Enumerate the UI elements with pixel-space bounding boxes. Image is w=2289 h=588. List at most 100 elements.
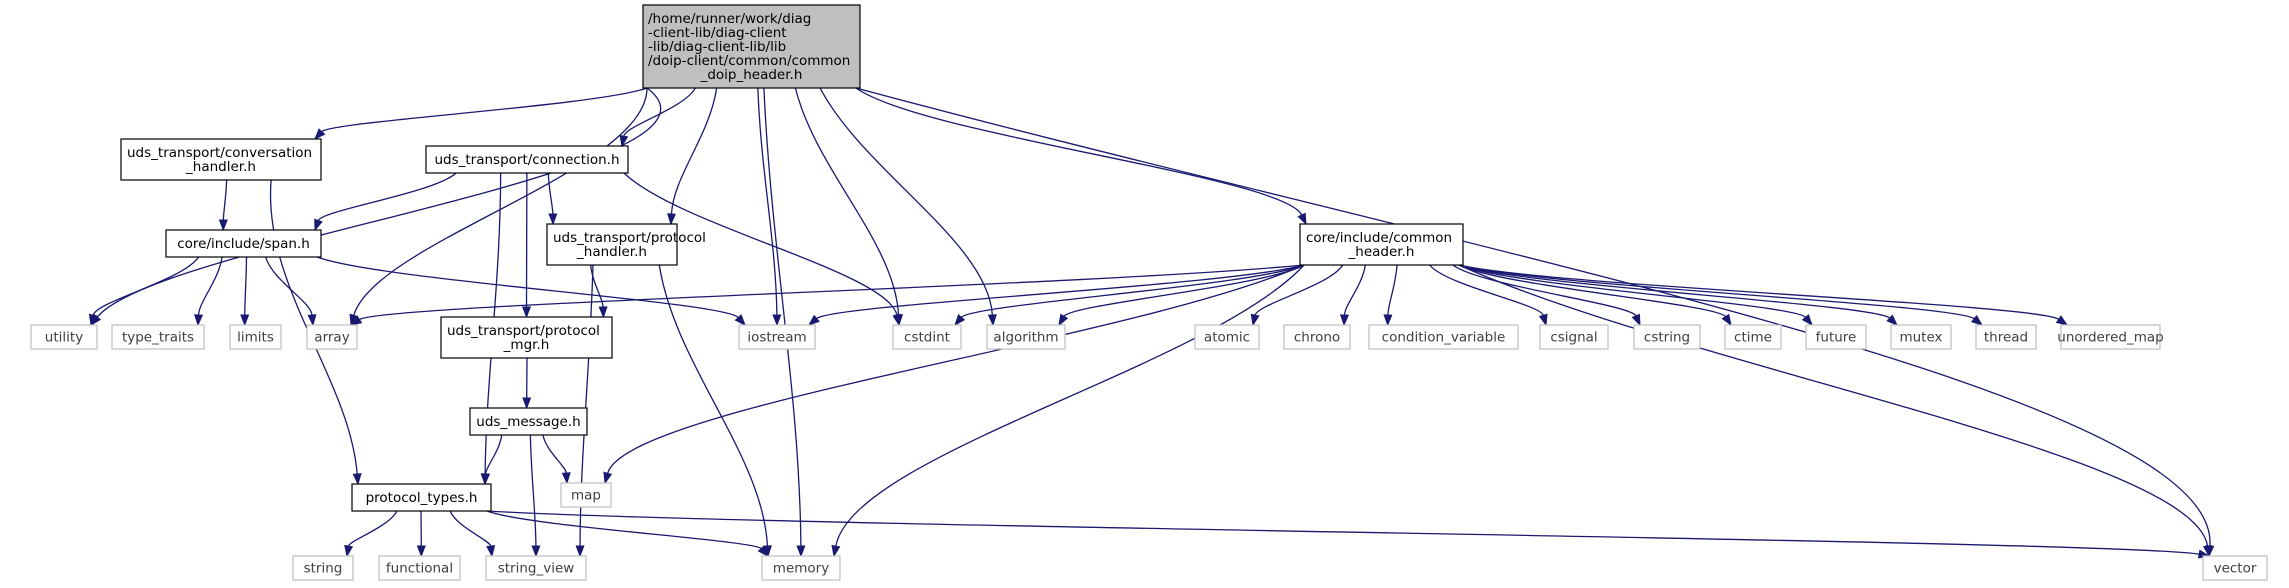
arrowhead: [561, 472, 571, 485]
node-label-line: -client-lib/diag-client: [648, 25, 787, 41]
node-label-line: /doip-client/common/common: [648, 53, 850, 69]
edge-line: [317, 172, 457, 222]
node-label-line: core/include/common: [1306, 230, 1452, 246]
node-box: [892, 324, 962, 350]
node-label-line: core/include/span.h: [177, 236, 310, 252]
edge-common-to-cstring: [1452, 264, 1641, 327]
node-label-line: uds_message.h: [476, 414, 580, 430]
node-label-line: type_traits: [122, 330, 194, 346]
node-box: [1975, 324, 2037, 350]
arrowhead: [240, 314, 250, 327]
node-label-line: chrono: [1294, 330, 1340, 346]
arrowhead: [666, 213, 677, 226]
edge-common-to-array: [349, 264, 1305, 326]
node-label-line: vector: [2214, 561, 2257, 577]
node-label-line: protocol_types.h: [366, 490, 478, 506]
node-label-line: ctime: [1734, 330, 1772, 346]
node-conv[interactable]: uds_transport/conversation_handler.h: [120, 138, 322, 181]
edge-line: [321, 87, 648, 133]
node-memory: memory: [761, 555, 841, 581]
node-csignal: csignal: [1539, 324, 1609, 350]
node-unordered-map: unordered_map: [2057, 324, 2164, 350]
node-label-line: uds_transport/protocol: [447, 323, 600, 339]
node-span[interactable]: core/include/span.h: [165, 229, 322, 258]
node-uds-msg[interactable]: uds_message.h: [469, 407, 588, 436]
edge-line: [757, 87, 778, 316]
node-box: [469, 407, 588, 436]
node-box: [2060, 324, 2161, 350]
edge-common-to-vector: [1458, 264, 2212, 558]
node-label-line: -lib/diag-client-lib/lib: [648, 39, 786, 55]
edge-root-to-memory: [763, 87, 806, 558]
edge-common-to-unordered-map: [1458, 264, 2069, 326]
node-root[interactable]: /home/runner/work/diag-client-lib/diag-c…: [642, 4, 861, 89]
node-limits: limits: [229, 324, 282, 350]
node-label-line: uds_transport/protocol: [553, 230, 706, 246]
node-condvar: condition_variable: [1368, 324, 1519, 350]
node-proto-types[interactable]: protocol_types.h: [351, 483, 492, 512]
node-label-line: uds_transport/conversation: [127, 145, 312, 161]
arrowhead: [1970, 314, 1984, 326]
edge-span-to-type-traits: [194, 256, 223, 327]
edge-proto-types-to-string-view: [449, 510, 496, 558]
node-atomic: atomic: [1194, 324, 1260, 350]
edge-line: [855, 87, 1303, 216]
node-box: [378, 555, 461, 581]
edge-line: [855, 87, 2211, 547]
node-box: [642, 4, 861, 89]
node-utility: utility: [30, 324, 98, 350]
node-label-line: memory: [773, 561, 829, 577]
edge-line: [819, 87, 994, 316]
node-label-line: thread: [1984, 330, 2028, 346]
node-box: [738, 324, 816, 350]
arrowhead: [575, 545, 585, 558]
edge-line: [623, 87, 696, 137]
node-box: [761, 555, 841, 581]
node-box: [425, 145, 629, 174]
arrowhead: [892, 313, 902, 327]
edge-root-to-common: [855, 87, 1307, 226]
node-proto-mgr[interactable]: uds_transport/protocol_mgr.h: [440, 316, 613, 359]
arrowhead: [352, 473, 362, 486]
edge-proto-types-to-functional: [416, 510, 426, 558]
node-label-line: _handler.h: [185, 159, 256, 175]
edge-common-to-ctime: [1458, 264, 1732, 327]
node-string: string: [292, 555, 354, 581]
node-label-line: string: [304, 561, 343, 577]
edge-line: [449, 510, 492, 547]
arrowhead: [603, 471, 613, 485]
arrowhead: [194, 314, 204, 327]
edge-line: [529, 434, 537, 547]
edge-line: [960, 264, 1305, 318]
node-conn[interactable]: uds_transport/connection.h: [425, 145, 629, 174]
edge-line: [1254, 264, 1344, 316]
edge-proto-handler-to-proto-mgr: [589, 264, 608, 319]
node-label-line: limits: [237, 330, 274, 346]
edge-line: [1387, 264, 1398, 316]
arrowhead: [416, 545, 426, 558]
node-proto-handler[interactable]: uds_transport/protocol_handler.h: [546, 223, 706, 266]
arrowhead: [2055, 315, 2069, 326]
edge-layer: [88, 87, 2215, 559]
edge-line: [1458, 264, 1891, 319]
arrowhead: [307, 314, 317, 327]
node-box: [440, 316, 613, 359]
edge-span-to-limits: [240, 256, 250, 327]
edge-common-to-cstdint: [954, 264, 1305, 327]
node-label-line: uds_transport/connection.h: [434, 152, 619, 168]
edge-line: [794, 87, 900, 316]
edge-proto-handler-to-memory: [658, 264, 772, 558]
edge-line: [1458, 264, 2060, 320]
edge-line: [670, 87, 718, 215]
node-future: future: [1805, 324, 1867, 350]
edge-uds-msg-to-string-view: [529, 434, 541, 558]
edge-proto-types-to-memory: [486, 510, 769, 558]
edge-line: [486, 510, 762, 550]
edge-line: [1452, 264, 1637, 317]
edge-root-to-cstdint: [794, 87, 903, 327]
arrowhead: [1538, 313, 1548, 327]
arrowhead: [1340, 314, 1350, 327]
node-label-line: array: [314, 330, 349, 346]
arrowhead: [1297, 212, 1307, 226]
node-common[interactable]: core/include/common_header.h: [1299, 223, 1464, 266]
